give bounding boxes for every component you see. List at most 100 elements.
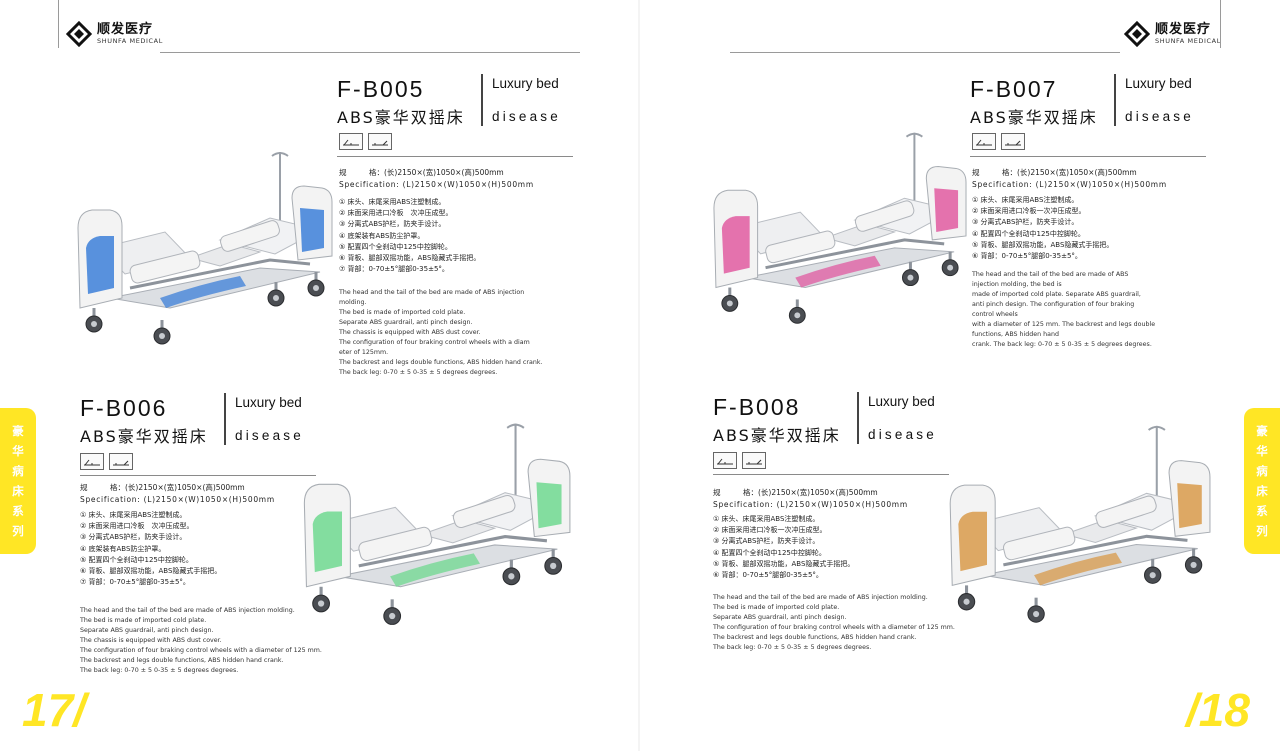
function-icons — [713, 452, 766, 469]
title-divider — [857, 392, 859, 444]
brand-logo-right: 顺发医疗 SHUNFA MEDICAL — [1124, 21, 1221, 47]
feature-item: ④ 底架装有ABS防尘护罩。 — [80, 544, 166, 553]
feature-item: ① 床头、床尾采用ABS注塑制成。 — [713, 515, 820, 523]
product-category-en: disease — [492, 109, 561, 124]
description-line: The configuration of four braking contro… — [339, 339, 530, 346]
spec-en: Specification: (L)2150×(W)1050×(H)500mm — [80, 495, 275, 504]
product-category-en: disease — [235, 428, 304, 443]
bed-image-f-b007 — [713, 132, 967, 324]
product-name-cn: ABS豪华双摇床 — [80, 427, 208, 446]
bed-side-rail — [854, 200, 915, 232]
series-tab-char: 床 — [12, 483, 24, 498]
footboard-accent-panel — [300, 208, 324, 252]
bed-seat-section — [1062, 519, 1139, 543]
feature-item: ② 床面采用进口冷板 次冲压成型。 — [339, 209, 453, 218]
description-line: with a diameter of 125 mm. The backrest … — [972, 321, 1156, 328]
series-tab-char: 病 — [1256, 463, 1268, 478]
caster-hub — [317, 600, 325, 607]
spec-cn: 规 格：(长)2150×(宽)1050×(高)500mm — [713, 488, 878, 497]
bed-image-f-b005 — [77, 152, 333, 345]
description-line: The head and the tail of the bed are mad… — [339, 289, 525, 296]
caster-hub — [963, 598, 970, 605]
description-line: The back leg: 0-70 ± 5 0-35 ± 5 degrees … — [80, 667, 239, 674]
series-tab-char: 华 — [1256, 443, 1268, 458]
caster-hub — [508, 573, 515, 580]
function-icons — [80, 453, 133, 470]
caster-hub — [947, 264, 954, 271]
description-line: eter of 125mm. — [339, 349, 389, 356]
description-line: The backrest and legs double functions, … — [339, 359, 543, 366]
feature-list: ① 床头、床尾采用ABS注塑制成。 ② 床面采用进口冷板一次冲压成型。 ③ 分离… — [972, 195, 1113, 262]
chassis-accent-cover — [160, 276, 246, 308]
feature-item: ① 床头、床尾采用ABS注塑制成。 — [80, 511, 187, 519]
feature-item: ④ 底架装有ABS防尘护罩。 — [339, 231, 425, 240]
spec-en: Specification: (L)2150×(W)1050×(H)500mm — [339, 180, 534, 189]
spec-en: Specification: (L)2150×(W)1050×(H)500mm — [713, 500, 908, 509]
headboard-accent-panel — [86, 236, 114, 294]
section-rule — [713, 474, 949, 475]
section-rule — [80, 475, 316, 476]
feature-item: ③ 分离式ABS护栏，防夹手设计。 — [972, 218, 1079, 227]
bed-chassis-rail — [358, 535, 548, 568]
description-line: made of imported cold plate. Separate AB… — [972, 291, 1141, 298]
bed-chassis-rail — [765, 238, 945, 270]
description-en: The head and the tail of the bed are mad… — [339, 288, 542, 378]
feature-item: ⑤ 背板、腿部双摇功能，ABS隐藏式手摇把。 — [713, 559, 855, 568]
spec-en: Specification: (L)2150×(W)1050×(H)500mm — [972, 180, 1167, 189]
description-line: functions, ABS hidden hand — [972, 331, 1059, 338]
model-number: F-B008 — [713, 394, 801, 420]
bed-legrest-icon — [742, 452, 766, 469]
description-line: injection molding, the bed is — [972, 281, 1062, 288]
title-divider — [224, 393, 226, 445]
page-gutter — [638, 0, 640, 751]
series-tab-char: 系 — [12, 503, 24, 518]
feature-list: ① 床头、床尾采用ABS注塑制成。 ② 床面采用进口冷板一次冲压成型。 ③ 分离… — [713, 514, 854, 581]
description-line: Separate ABS guardrail, anti pinch desig… — [339, 319, 473, 326]
model-number: F-B005 — [337, 76, 425, 102]
feature-item: ⑥ 背部：0-70±5°腿部0-35±5°。 — [972, 252, 1082, 261]
spec-cn: 规 格：(长)2150×(宽)1050×(高)500mm — [80, 483, 245, 492]
title-divider — [481, 74, 483, 126]
headboard-accent-panel — [312, 511, 342, 573]
caster-hub — [159, 333, 165, 339]
footboard-accent-panel — [536, 482, 562, 529]
description-line: anti pinch design. The configuration of … — [972, 301, 1135, 308]
feature-item: ④ 配置四个全刹动中125中控脚轮。 — [972, 229, 1085, 238]
description-line: The head and the tail of the bed are mad… — [972, 271, 1129, 278]
description-line: Separate ABS guardrail, anti pinch desig… — [80, 627, 214, 634]
feature-item: ② 床面采用进口冷板一次冲压成型。 — [972, 207, 1086, 216]
description-en: The head and the tail of the bed are mad… — [972, 270, 1155, 350]
feature-item: ③ 分离式ABS护栏，防夹手设计。 — [339, 220, 446, 229]
page-number-left: 17/ — [22, 684, 86, 736]
bed-side-rail — [452, 494, 516, 529]
shunfa-logo-icon — [1124, 21, 1150, 47]
description-line: The backrest and legs double functions, … — [80, 657, 284, 664]
description-line: The bed is made of imported cold plate. — [713, 604, 840, 611]
series-tab-char: 列 — [12, 523, 24, 538]
bed-side-rail — [129, 250, 201, 284]
bed-seat-section — [823, 223, 897, 247]
product-category-en: disease — [868, 427, 937, 442]
series-tab-char: 豪 — [1256, 423, 1268, 438]
series-tab-char: 华 — [12, 443, 24, 458]
caster-hub — [907, 274, 914, 281]
description-en: The head and the tail of the bed are mad… — [80, 606, 322, 676]
iv-hook — [506, 423, 525, 429]
bed-side-rail — [1095, 495, 1157, 528]
bed-legrest-icon — [109, 453, 133, 470]
description-line: The configuration of four braking contro… — [80, 647, 322, 654]
description-line: The configuration of four braking contro… — [713, 624, 955, 631]
header-rule-left — [160, 52, 580, 53]
brand-name-en: SHUNFA MEDICAL — [97, 37, 163, 46]
feature-item: ② 床面采用进口冷板一次冲压成型。 — [713, 526, 827, 535]
bed-side-rail — [765, 230, 836, 264]
bed-side-rail — [1002, 526, 1076, 561]
description-line: The bed is made of imported cold plate. — [80, 617, 207, 624]
feature-item: ③ 分离式ABS护栏，防夹手设计。 — [80, 533, 187, 542]
series-tab-char: 列 — [1256, 523, 1268, 538]
feature-list: ① 床头、床尾采用ABS注塑制成。 ② 床面采用进口冷板 次冲压成型。 ③ 分离… — [80, 510, 221, 588]
headboard-accent-panel — [958, 511, 987, 572]
section-rule — [970, 156, 1206, 157]
bed-backrest-icon — [80, 453, 104, 470]
description-en: The head and the tail of the bed are mad… — [713, 593, 955, 653]
